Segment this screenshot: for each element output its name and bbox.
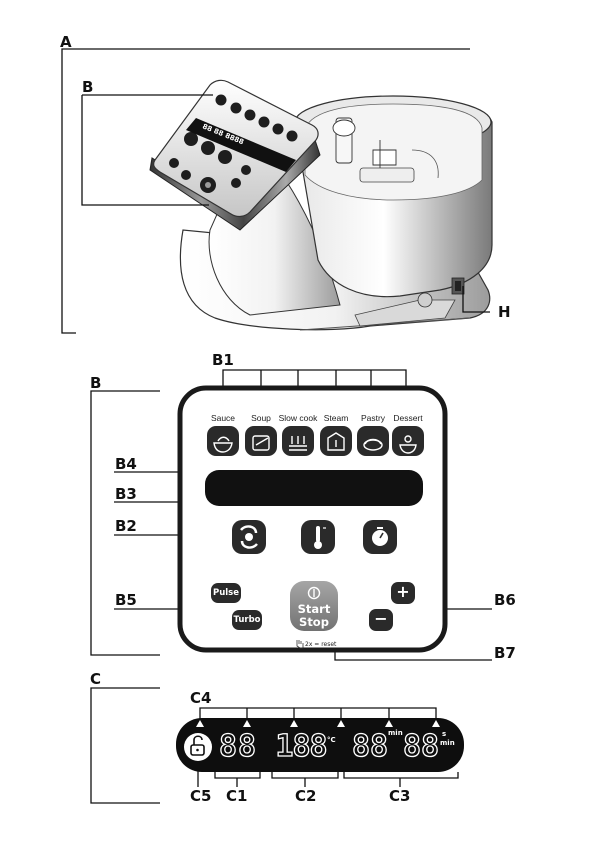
callout-label-h: H — [498, 305, 511, 320]
panel-display — [205, 470, 423, 506]
display-c2-digits: 188 — [270, 731, 332, 763]
program-label-dessert: Dessert — [384, 413, 432, 423]
minus-button: − — [369, 610, 393, 628]
callout-label-b5: B5 — [115, 593, 137, 608]
callout-label-c1: C1 — [226, 789, 247, 804]
callout-label-c3: C3 — [389, 789, 410, 804]
display-c3-digits-a: 88 — [347, 731, 393, 763]
callout-label-b2: B2 — [115, 519, 137, 534]
display-c3-unit-s: s — [442, 731, 446, 738]
display-c1-digits: 88 — [214, 731, 262, 763]
callout-label-c4: C4 — [190, 691, 211, 706]
display-c3-unit-min2: min — [440, 740, 455, 747]
reset-hint: 2x = reset — [305, 641, 336, 648]
callout-label-b3: B3 — [115, 487, 137, 502]
callout-label-b1: B1 — [212, 353, 234, 368]
lock-open-icon — [184, 733, 212, 761]
callout-label-b-panel: B — [90, 376, 101, 391]
callout-label-b6: B6 — [494, 593, 516, 608]
callout-label-b-top: B — [82, 80, 93, 95]
callout-label-a: A — [60, 35, 72, 50]
callout-label-b7: B7 — [494, 646, 516, 661]
stop-label: Stop — [290, 616, 338, 629]
callout-label-c2: C2 — [295, 789, 316, 804]
callout-label-c5: C5 — [190, 789, 211, 804]
turbo-button: Turbo — [232, 615, 262, 625]
pulse-button: Pulse — [211, 588, 241, 598]
callout-label-b4: B4 — [115, 457, 137, 472]
display-c2-unit: °C — [327, 737, 336, 744]
plus-button: + — [391, 583, 415, 601]
display-c3-digits-b: 88 — [398, 731, 444, 763]
callout-label-c: C — [90, 672, 101, 687]
